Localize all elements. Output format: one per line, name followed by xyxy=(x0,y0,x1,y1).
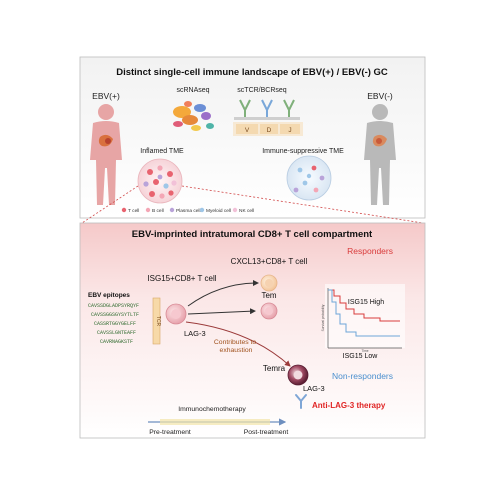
isg15-high-label: ISG15 High xyxy=(348,299,384,306)
j-segment-label: J xyxy=(288,127,291,134)
legend-plasma-cell: Plasma cell xyxy=(176,208,201,214)
antibody-icon xyxy=(295,394,307,409)
inflamed-tme-circle xyxy=(137,158,183,204)
epitope-item: CASSRTGGYGELFF xyxy=(94,321,136,327)
human-figure-ebv-negative-icon xyxy=(364,104,396,205)
ebv-epitopes-title: EBV epitopes xyxy=(88,292,130,299)
pre-treatment-label: Pre-treatment xyxy=(149,429,191,436)
top-panel: Distinct single-cell immune landscape of… xyxy=(79,56,426,219)
responders-label: Responders xyxy=(347,246,393,256)
zoom-connector-lines xyxy=(81,185,424,224)
vdj-segments: V D J xyxy=(233,122,303,136)
umap-plot-icon xyxy=(173,101,214,131)
arrow-to-cxcl13 xyxy=(187,280,259,307)
contributes-to-exhaustion-label: Contributes to exhaustion xyxy=(214,339,258,354)
km-curve-high xyxy=(328,289,400,322)
epitope-item: CAVSSLGNTEAFF xyxy=(97,330,136,336)
tem-label: Tem xyxy=(261,291,276,300)
anti-lag3-therapy-label: Anti-LAG-3 therapy xyxy=(312,401,386,410)
sctcr-bcrseq-label: scTCR/BCRseq xyxy=(237,87,287,94)
isg15-cell-icon xyxy=(165,303,187,325)
cell-type-legend: T cell B cell Plasma cell Myeloid cell N… xyxy=(121,207,254,214)
ebv-positive-label: EBV(+) xyxy=(92,91,120,101)
isg15-low-label: ISG15 Low xyxy=(343,353,379,360)
epitope-item: CAVRNAGKSTF xyxy=(100,339,133,345)
arrow-to-temra xyxy=(185,321,291,367)
legend-myeloid-cell: Myeloid cell xyxy=(206,208,231,214)
temra-label: Temra xyxy=(263,364,286,373)
tcr-receptor-icon xyxy=(234,99,300,120)
legend-b-cell: B cell xyxy=(152,208,164,214)
immunochemotherapy-label: Immunochemotherapy xyxy=(178,406,246,413)
epitope-item: CAVSSDGLADPSYRQYF xyxy=(88,303,139,309)
human-figure-ebv-positive-icon xyxy=(90,104,122,205)
tem-cell-icon xyxy=(260,302,278,320)
epitope-item: CAVSSGGSGYSYTLTF xyxy=(91,312,139,318)
legend-t-cell: T cell xyxy=(128,208,139,214)
km-x-axis-label: Time xyxy=(362,349,369,353)
bottom-panel: EBV-imprinted intratumoral CD8+ T cell c… xyxy=(79,222,426,439)
km-y-axis-label: Survival probability xyxy=(321,304,325,331)
lag3-label-isg15: LAG-3 xyxy=(184,329,206,338)
scrnaseq-label: scRNAseq xyxy=(176,87,209,94)
cxcl13-cd8-t-cell-label: CXCL13+CD8+ T cell xyxy=(231,257,308,266)
v-segment-label: V xyxy=(245,127,250,134)
lag3-label-temra: LAG-3 xyxy=(303,384,325,393)
post-treatment-label: Post-treatment xyxy=(244,429,289,436)
tcr-bracket: TCR xyxy=(152,297,161,345)
cxcl13-cell-icon xyxy=(260,274,278,292)
legend-nk-cell: NK cell xyxy=(239,208,254,214)
bottom-title: EBV-imprinted intratumoral CD8+ T cell c… xyxy=(132,229,373,240)
tcr-label: TCR xyxy=(155,316,161,327)
inflamed-tme-label: Inflamed TME xyxy=(140,148,184,155)
non-responders-label: Non-responders xyxy=(332,371,393,381)
km-survival-plot: ISG15 High ISG15 Low Survival probabilit… xyxy=(321,284,405,360)
d-segment-label: D xyxy=(267,127,272,134)
epitope-list: CAVSSDGLADPSYRQYF CAVSSGGSGYSYTLTF CASSR… xyxy=(88,303,139,345)
arrow-to-tem xyxy=(187,308,256,315)
isg15-cd8-t-cell-label: ISG15+CD8+ T cell xyxy=(147,274,216,283)
ebv-negative-label: EBV(-) xyxy=(367,91,393,101)
immune-suppressive-tme-label: Immune-suppressive TME xyxy=(262,148,344,155)
temra-cell-icon xyxy=(287,364,309,386)
km-curve-low xyxy=(328,289,400,337)
immune-suppressive-tme-circle xyxy=(286,155,332,201)
top-title: Distinct single-cell immune landscape of… xyxy=(116,67,388,78)
